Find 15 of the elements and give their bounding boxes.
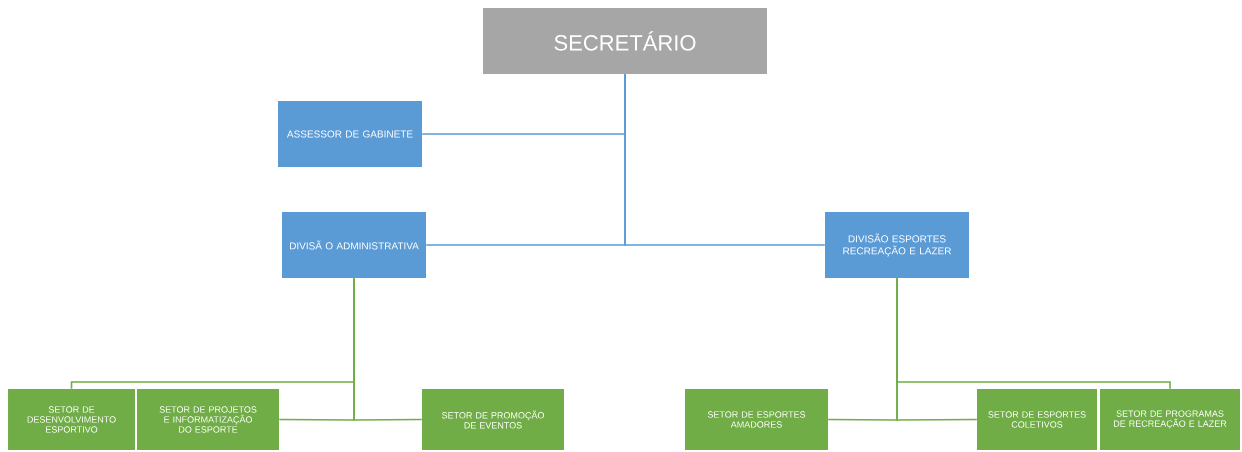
- org-box: SETOR DE DESENVOLVIMENTO ESPORTIVO: [8, 389, 135, 450]
- org-box: ASSESSOR DE GABINETE: [278, 101, 422, 167]
- org-box: SETOR DE PROMOÇÃO DE EVENTOS: [422, 389, 564, 450]
- connector-line: [896, 277, 1171, 390]
- org-box: SETOR DE PROGRAMAS DE RECREAÇÃO E LAZER: [1100, 389, 1240, 450]
- connector-line: [624, 73, 826, 246]
- node-label: SETOR DE PROJETOS E INFORMATIZAÇÃO DO ESPORTE: [159, 406, 257, 433]
- connector-line: [353, 277, 423, 421]
- node-label: SETOR DE DESENVOLVIMENTO ESPORTIVO: [27, 406, 116, 433]
- org-box: SETOR DE ESPORTES AMADORES: [685, 389, 828, 450]
- org-box: DIVISÃO ESPORTES RECREAÇÃO E LAZER: [825, 212, 969, 278]
- title-box: SECRETÁRIO: [483, 8, 767, 74]
- org-box: DIVISÃ O ADMINISTRATIVA: [282, 212, 426, 278]
- org-box: SETOR DE PROJETOS E INFORMATIZAÇÃO DO ESPORTE: [137, 389, 279, 450]
- org-box: SETOR DE ESPORTES COLETIVOS: [977, 389, 1097, 450]
